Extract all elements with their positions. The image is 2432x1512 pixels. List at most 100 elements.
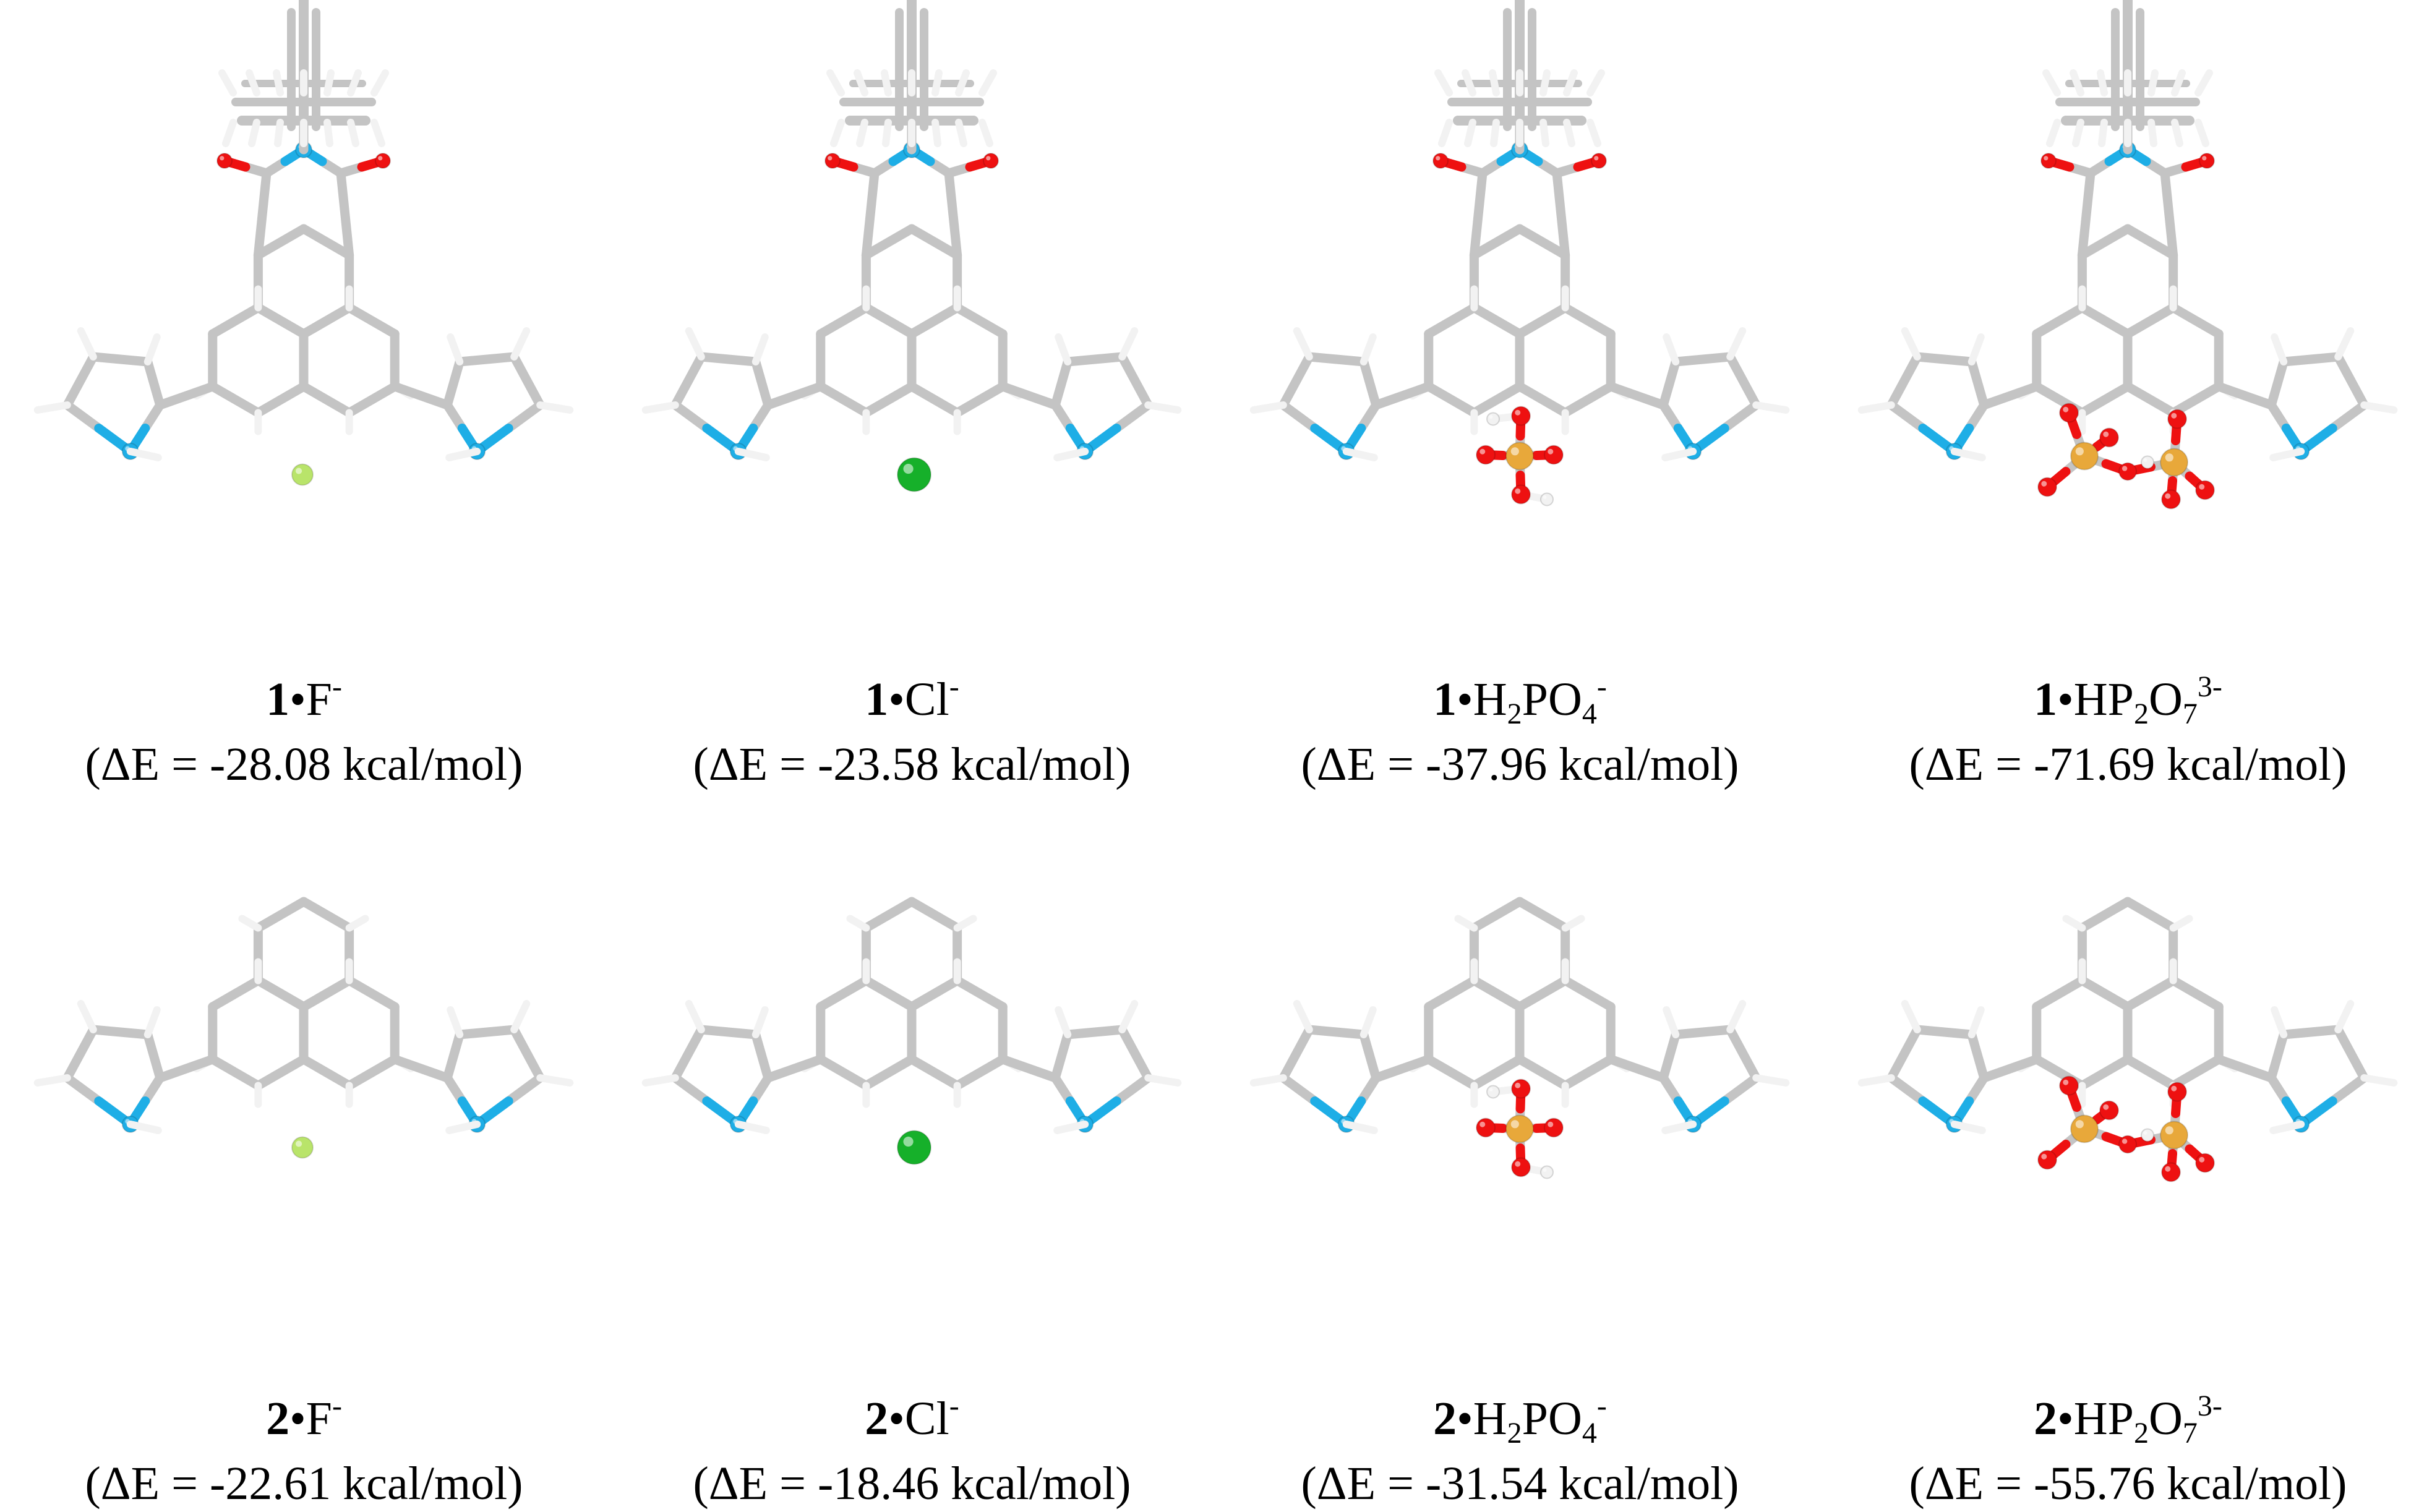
pyrrole-bond: [1725, 352, 1761, 410]
pyrrole-bond: [455, 1025, 519, 1040]
oxygen-atom: [2167, 409, 2187, 429]
formula-text: Cl: [904, 1393, 949, 1445]
aromatic-bond: [253, 976, 309, 1012]
hydrogen-atom: [2171, 119, 2183, 147]
pyrrole-bond: [1886, 1025, 1922, 1083]
imide-bond: [1552, 168, 1570, 260]
hydrogen-atom: [1663, 333, 1680, 365]
hydrogen-atom: [1539, 69, 1551, 96]
hydrogen-atom: [1144, 401, 1182, 414]
aromatic-bond: [299, 897, 354, 933]
pyrrole-bond: [2333, 1025, 2369, 1083]
aromatic-bond: [2123, 224, 2178, 260]
pyrrole-bond: [1719, 1073, 1761, 1106]
hydrogen-atom: [1464, 119, 1476, 147]
hydrogen-atom: [978, 119, 993, 147]
oxygen-atom-highlight: [2063, 1079, 2069, 1085]
hydrogen-atom: [1857, 1074, 1895, 1087]
hydrogen-atom: [536, 1074, 574, 1087]
pyrrole-bond: [1658, 357, 1681, 410]
aromatic-bond: [1424, 976, 1479, 1012]
molecule-1H2PO4: [1249, 0, 1790, 506]
aromatic-bond: [907, 382, 962, 417]
pyrrole-bond: [670, 1025, 706, 1083]
pyrrole-bond: [155, 1054, 218, 1083]
oxygen-atom-highlight: [2041, 481, 2047, 487]
nh-hydrogen: [445, 1121, 481, 1134]
aromatic-bond: [299, 224, 354, 260]
formula-subscript: 4: [1582, 1417, 1597, 1450]
pyrrole-bond: [2333, 352, 2369, 410]
hydrogen-atom: [1540, 492, 1554, 506]
aromatic-bond: [208, 1054, 263, 1090]
pyrrole-bond: [1278, 400, 1320, 433]
pyrrole-bond: [1886, 352, 1922, 410]
pyrrole-bond: [1304, 352, 1369, 367]
pyrrole-bond: [1050, 1030, 1073, 1083]
oxygen-atom-highlight: [2041, 1153, 2047, 1160]
oxygen-atom-highlight: [2103, 1104, 2109, 1110]
aromatic-bond: [2169, 382, 2224, 417]
hydrogen-atom: [370, 119, 385, 147]
aromatic-bond: [1515, 897, 1570, 933]
oxygen-atom: [2199, 153, 2215, 169]
hydrogen-atom: [751, 333, 769, 365]
aromatic-bond: [2169, 1054, 2224, 1090]
hydrogen-atom: [641, 401, 679, 414]
aromatic-bond: [2123, 897, 2178, 933]
hydrogen-atom: [143, 1006, 161, 1038]
ion-charge: -: [1596, 670, 1607, 703]
aromatic-bond: [2077, 303, 2133, 339]
hydrogen-atom: [2147, 119, 2157, 147]
aromatic-bond: [907, 1054, 962, 1090]
aromatic-bond: [2032, 976, 2087, 1012]
hydrogen-atom: [1563, 119, 1575, 147]
oxygen-atom: [824, 153, 841, 169]
pyrrole-bond: [62, 1025, 98, 1083]
panel-1HP2O7: 1•HP2O73-(ΔE = -71.69 kcal/mol): [1824, 0, 2432, 790]
phosphorus-atom-highlight: [2165, 1126, 2173, 1135]
pyrrole-bond: [1050, 357, 1073, 410]
hydrogen-atom: [1967, 1006, 1985, 1038]
formula-text: H: [1473, 1393, 1507, 1445]
molecule-2HP2O7: [1857, 897, 2398, 1182]
aromatic-bond: [907, 303, 962, 339]
oxygen-atom: [2195, 480, 2215, 500]
oxygen-atom: [2037, 477, 2057, 497]
nh-hydrogen: [126, 448, 162, 461]
bullet-separator: •: [1457, 673, 1473, 725]
hydrogen-atom: [77, 1000, 97, 1033]
binding-energy: (ΔE = -37.96 kcal/mol): [1301, 738, 1739, 790]
hydrogen-atom: [1586, 69, 1605, 96]
pyrrole-bond: [62, 352, 98, 410]
pyrrole-bond: [1967, 1030, 1989, 1083]
hydrogen-atom: [931, 69, 943, 96]
formula-text: F: [306, 673, 332, 725]
phosphorus-atom: [2160, 1121, 2188, 1150]
hydrogen-atom: [1752, 401, 1790, 414]
binding-energy: (ΔE = -28.08 kcal/mol): [85, 738, 523, 790]
oxygen-atom: [1591, 153, 1607, 169]
chloride-ion-highlight: [903, 463, 914, 474]
ion-charge: -: [332, 670, 342, 703]
hydrogen-atom: [77, 327, 97, 361]
molecule-2H2PO4: [1249, 897, 1790, 1179]
hydrogen-atom: [1540, 1165, 1554, 1179]
oxygen-atom-highlight: [2165, 493, 2171, 499]
nh-hydrogen: [1661, 1121, 1697, 1134]
hydrogen-atom: [1539, 119, 1549, 147]
binding-energy: (ΔE = -71.69 kcal/mol): [1909, 738, 2347, 790]
aromatic-bond: [345, 976, 400, 1012]
aromatic-bond: [1424, 303, 1479, 339]
pyrrole-bond: [390, 1054, 452, 1083]
nh-hydrogen: [1661, 448, 1697, 461]
hydrogen-atom: [1486, 412, 1500, 426]
pyrrole-bond: [1278, 1025, 1314, 1083]
molecule-structure: [33, 0, 574, 486]
oxygen-atom-highlight: [986, 156, 991, 161]
aromatic-bond: [299, 1054, 354, 1090]
oxygen-atom-highlight: [1515, 1082, 1521, 1088]
hydrogen-atom: [1752, 1074, 1790, 1087]
compound-number: 2: [865, 1393, 889, 1445]
pyrrole-bond: [1371, 382, 1434, 410]
